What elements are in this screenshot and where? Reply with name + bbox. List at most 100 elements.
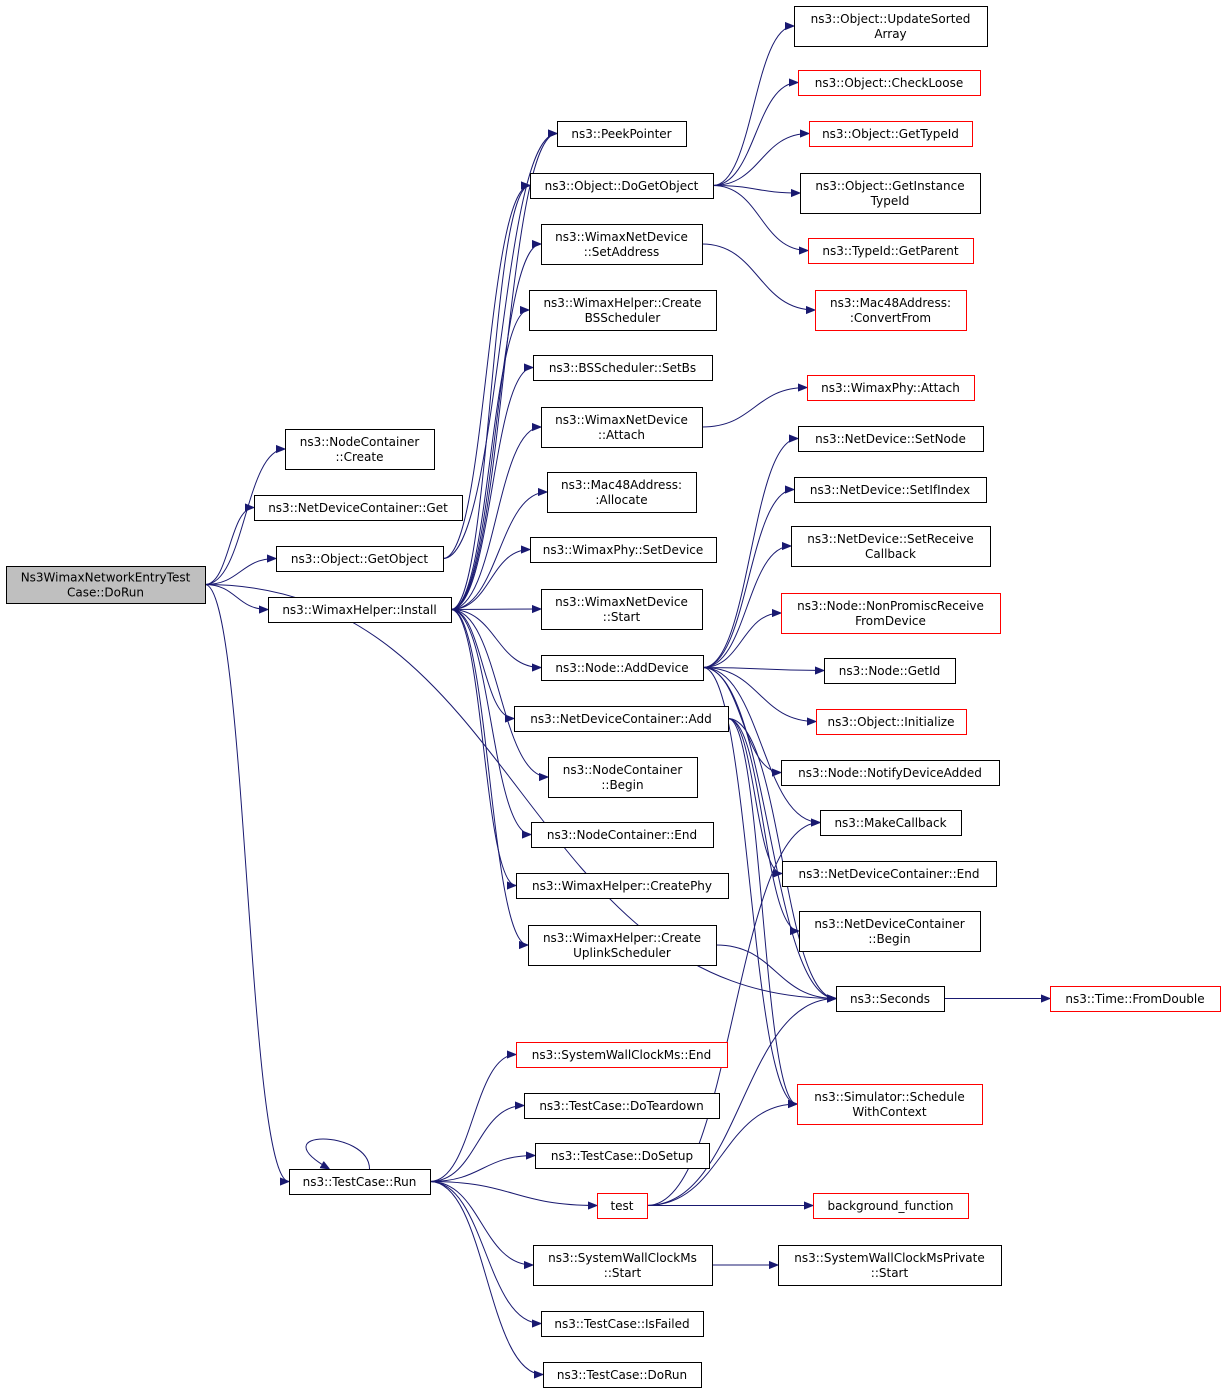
node-nd_setnode[interactable]: ns3::NetDevice::SetNode	[798, 426, 984, 452]
node-box-node_getid[interactable]	[824, 658, 956, 684]
node-box-tc_isfailed[interactable]	[541, 1311, 704, 1337]
node-nc_begin[interactable]: ns3::NodeContainer::Begin	[548, 757, 698, 798]
node-box-obj_getinstancetypeid[interactable]	[800, 173, 981, 214]
node-box-wh_install[interactable]	[268, 597, 452, 623]
node-box-bss_setbs[interactable]	[533, 355, 713, 381]
node-tc_dorun[interactable]: ns3::TestCase::DoRun	[543, 1362, 702, 1388]
node-box-swc_start[interactable]	[533, 1245, 713, 1286]
node-obj_initialize[interactable]: ns3::Object::Initialize	[816, 709, 967, 735]
node-node_getid[interactable]: ns3::Node::GetId	[824, 658, 956, 684]
node-box-sim_schedulewithcontext[interactable]	[797, 1084, 983, 1125]
node-box-obj_getobject[interactable]	[276, 546, 444, 572]
node-tid_getparent[interactable]: ns3::TypeId::GetParent	[808, 238, 974, 264]
node-box-background_function[interactable]	[813, 1193, 969, 1219]
node-mac_convertfrom[interactable]: ns3::Mac48Address::ConvertFrom	[815, 290, 967, 331]
node-box-nc_begin[interactable]	[548, 757, 698, 798]
node-box-wh_createphy[interactable]	[516, 873, 729, 899]
node-time_fromdouble[interactable]: ns3::Time::FromDouble	[1050, 986, 1221, 1012]
node-box-wnd_start[interactable]	[541, 589, 703, 630]
node-box-obj_initialize[interactable]	[816, 709, 967, 735]
node-box-tid_getparent[interactable]	[808, 238, 974, 264]
node-box-wh_createbss[interactable]	[529, 290, 717, 331]
node-ndc_get[interactable]: ns3::NetDeviceContainer::Get	[254, 495, 463, 521]
node-swc_end[interactable]: ns3::SystemWallClockMs::End	[516, 1042, 728, 1068]
node-box-time_fromdouble[interactable]	[1050, 986, 1221, 1012]
node-node_adddevice[interactable]: ns3::Node::AddDevice	[541, 655, 704, 681]
node-box-ndc_get[interactable]	[254, 495, 463, 521]
node-node_notifydeviceadded[interactable]: ns3::Node::NotifyDeviceAdded	[781, 760, 1000, 786]
node-box-wh_createul[interactable]	[528, 925, 717, 966]
node-makecallback[interactable]: ns3::MakeCallback	[820, 810, 962, 836]
node-box-obj_checkloose[interactable]	[798, 70, 981, 96]
node-box-nd_setifindex[interactable]	[794, 477, 987, 503]
node-box-wp_setdevice[interactable]	[530, 537, 717, 563]
node-box-nc_end[interactable]	[531, 822, 714, 848]
node-box-wnd_attach[interactable]	[541, 407, 703, 448]
node-tc_run[interactable]: ns3::TestCase::Run	[289, 1169, 431, 1195]
node-ndc_add[interactable]: ns3::NetDeviceContainer::Add	[514, 706, 729, 732]
node-bss_setbs[interactable]: ns3::BSScheduler::SetBs	[533, 355, 713, 381]
node-wh_install[interactable]: ns3::WimaxHelper::Install	[268, 597, 452, 623]
node-box-tc_run[interactable]	[289, 1169, 431, 1195]
node-wnd_attach[interactable]: ns3::WimaxNetDevice::Attach	[541, 407, 703, 448]
node-peekpointer[interactable]: ns3::PeekPointer	[557, 121, 687, 147]
node-obj_checkloose[interactable]: ns3::Object::CheckLoose	[798, 70, 981, 96]
node-box-obj_updatesorted[interactable]	[794, 6, 988, 47]
node-wnd_setaddress[interactable]: ns3::WimaxNetDevice::SetAddress	[541, 224, 703, 265]
node-box-nd_setreceivecb[interactable]	[791, 526, 991, 567]
node-box-nc_create[interactable]	[285, 429, 435, 470]
node-box-swcp_start[interactable]	[778, 1245, 1002, 1286]
node-tc_dosetup[interactable]: ns3::TestCase::DoSetup	[535, 1143, 710, 1169]
node-nd_setifindex[interactable]: ns3::NetDevice::SetIfIndex	[794, 477, 987, 503]
node-box-obj_dogetobject[interactable]	[530, 173, 714, 199]
node-box-nd_setnode[interactable]	[798, 426, 984, 452]
node-nc_end[interactable]: ns3::NodeContainer::End	[531, 822, 714, 848]
node-box-node_nonpromisc[interactable]	[781, 593, 1001, 634]
node-seconds[interactable]: ns3::Seconds	[836, 986, 945, 1012]
node-wp_setdevice[interactable]: ns3::WimaxPhy::SetDevice	[530, 537, 717, 563]
node-box-tc_dorun[interactable]	[543, 1362, 702, 1388]
node-background_function[interactable]: background_function	[813, 1193, 969, 1219]
node-box-ndc_begin[interactable]	[799, 911, 981, 952]
node-swcp_start[interactable]: ns3::SystemWallClockMsPrivate::Start	[778, 1245, 1002, 1286]
node-tc_doteardown[interactable]: ns3::TestCase::DoTeardown	[524, 1093, 720, 1119]
node-ndc_end[interactable]: ns3::NetDeviceContainer::End	[782, 861, 997, 887]
node-box-wnd_setaddress[interactable]	[541, 224, 703, 265]
node-wh_createphy[interactable]: ns3::WimaxHelper::CreatePhy	[516, 873, 729, 899]
node-obj_dogetobject[interactable]: ns3::Object::DoGetObject	[530, 173, 714, 199]
node-test[interactable]: test	[597, 1193, 648, 1219]
node-box-tc_dosetup[interactable]	[535, 1143, 710, 1169]
node-swc_start[interactable]: ns3::SystemWallClockMs::Start	[533, 1245, 713, 1286]
node-box-tc_doteardown[interactable]	[524, 1093, 720, 1119]
node-box-test[interactable]	[597, 1193, 648, 1219]
node-box-root[interactable]	[6, 566, 206, 604]
node-box-seconds[interactable]	[836, 986, 945, 1012]
node-tc_isfailed[interactable]: ns3::TestCase::IsFailed	[541, 1311, 704, 1337]
node-box-makecallback[interactable]	[820, 810, 962, 836]
node-wnd_start[interactable]: ns3::WimaxNetDevice::Start	[541, 589, 703, 630]
node-nc_create[interactable]: ns3::NodeContainer::Create	[285, 429, 435, 470]
node-box-ndc_end[interactable]	[782, 861, 997, 887]
node-wp_attach[interactable]: ns3::WimaxPhy::Attach	[807, 375, 975, 401]
node-mac_allocate[interactable]: ns3::Mac48Address::Allocate	[547, 472, 697, 513]
node-box-wp_attach[interactable]	[807, 375, 975, 401]
node-obj_gettypeid[interactable]: ns3::Object::GetTypeId	[809, 121, 973, 147]
node-box-swc_end[interactable]	[516, 1042, 728, 1068]
node-ndc_begin[interactable]: ns3::NetDeviceContainer::Begin	[799, 911, 981, 952]
node-box-obj_gettypeid[interactable]	[809, 121, 973, 147]
node-box-node_adddevice[interactable]	[541, 655, 704, 681]
node-obj_getobject[interactable]: ns3::Object::GetObject	[276, 546, 444, 572]
node-box-ndc_add[interactable]	[514, 706, 729, 732]
node-box-peekpointer[interactable]	[557, 121, 687, 147]
node-box-mac_convertfrom[interactable]	[815, 290, 967, 331]
node-box-node_notifydeviceadded[interactable]	[781, 760, 1000, 786]
node-box-mac_allocate[interactable]	[547, 472, 697, 513]
